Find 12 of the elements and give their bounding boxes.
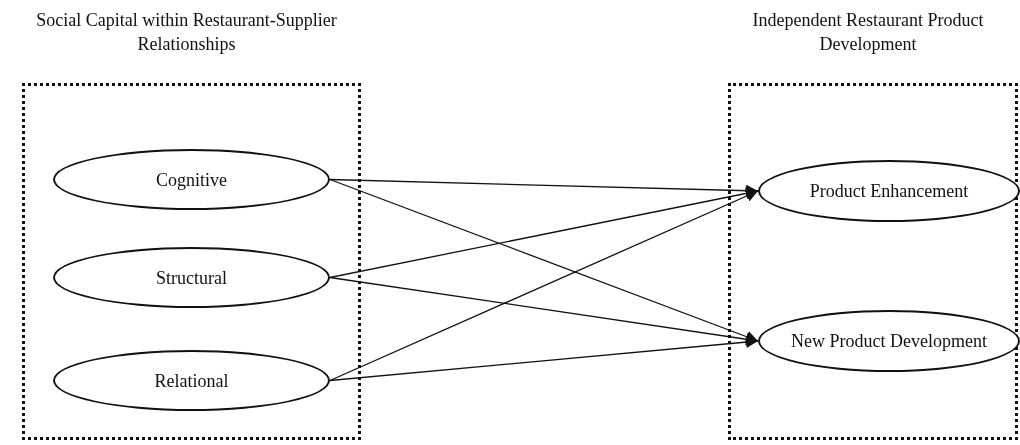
construct-label: Relational [154,369,229,393]
arrow [329,178,759,343]
group-heading: Independent Restaurant Product Development [751,9,985,56]
arrow [329,336,759,382]
arrow [329,187,759,279]
construct-label: New Product Development [791,330,987,353]
arrow [329,276,759,346]
group-heading: Social Capital within Restaurant-Supplier Relationships [35,9,338,56]
construct-label: Cognitive [156,168,227,192]
arrow [329,190,759,382]
construct-label: Product Enhancement [809,180,969,203]
construct-label: Structural [156,266,227,290]
